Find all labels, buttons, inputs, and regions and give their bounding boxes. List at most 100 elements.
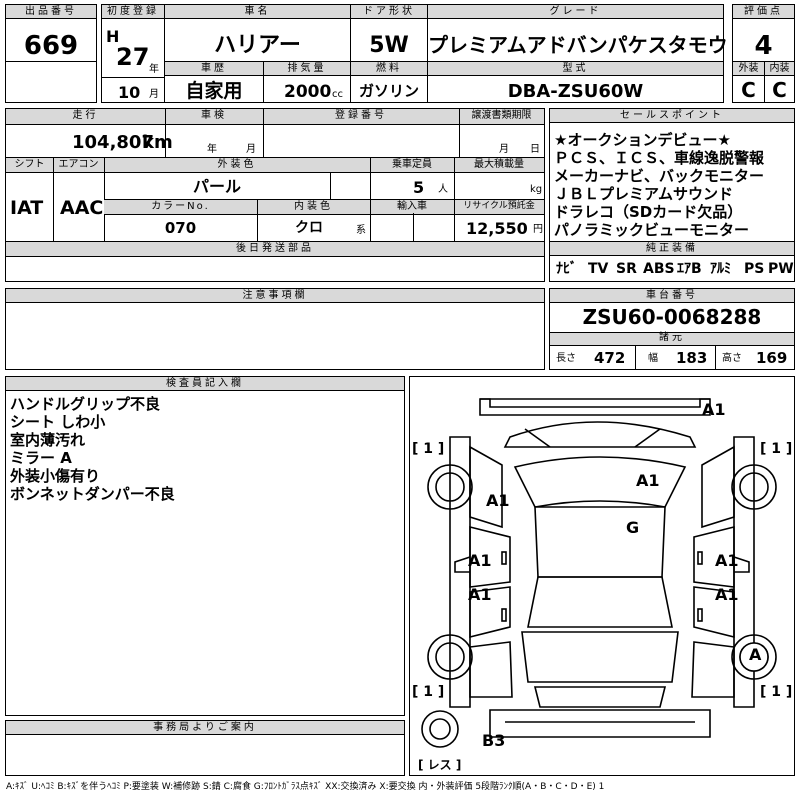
inspector-panel: 検査員記入欄 ハンドルグリップ不良 シート しわ小 室内薄汚れ ミラー A 外装… [5,376,405,716]
mark-rr-door: A1 [715,585,739,604]
interior-grade-cell: 内装 C [764,61,795,103]
grade-cell: グレード プレミアムアドバンパケスタモウ [427,4,728,62]
equipment-item: ﾅﾋﾞ [556,261,577,277]
mileage-label: 走行 [72,110,99,121]
inspector-line: ボンネットダンパー不良 [10,485,175,503]
equipment-item: PW [768,261,794,277]
registration-year: 27 [116,43,150,71]
model-label: 型式 [428,62,723,76]
aircon: AAC [60,197,104,219]
width-label: 幅 [648,353,658,364]
height: 169 [756,349,788,367]
tire-fl: [ 1 ] [412,441,445,457]
model: DBA-ZSU60W [507,81,644,102]
mark-fr-door: A1 [715,551,739,570]
tire-rl: [ 1 ] [412,684,445,700]
inspector-line: ミラー A [10,449,72,467]
legend: A:ｷｽﾞ U:ﾍｺﾐ B:ｷｽﾞを伴うﾍｺﾐ P:要塗装 W:補修跡 S:錆 … [6,782,605,792]
recycle-unit: 円 [533,224,543,235]
office-label: 事務局よりご案内 [6,721,404,735]
inspection-year-unit: 年 [207,144,217,155]
capacity-unit: 人 [438,184,448,195]
transfer-day-unit: 日 [530,144,540,155]
mark-rl-door: A1 [468,585,492,604]
later-parts-label: 後日発送部品 [236,243,314,254]
height-label: 高さ [722,353,742,364]
sales-point-line: ドラレコ（SDカード欠品） [554,203,743,221]
score-cell: 評価点 4 [732,4,795,62]
chassis-label: 車台番号 [550,289,794,303]
capacity: 5 [413,178,425,197]
first-registration-label: 初度登録 [102,5,164,19]
equipment-item: ｱﾙﾐ [710,261,731,277]
lot-number: 669 [23,31,79,61]
mark-rr-wheel: A [749,645,762,664]
inspector-line: ハンドルグリップ不良 [10,395,161,413]
displacement-label: 排気量 [264,62,350,76]
mileage: 104,807 [72,132,154,153]
mark-fl-door: A1 [468,551,492,570]
specs-table: 走行 車検 登録番号 譲渡書類期限 104,807 km 年 月 月 日 シフト… [5,108,545,282]
mark-rear: B3 [482,731,506,750]
model-cell: 型式 DBA-ZSU60W [427,61,724,103]
fuel-cell: 燃料 ガソリン [350,61,428,103]
registration-month: 10 [118,83,141,102]
interior-color: クロ [295,220,323,236]
interior-grade: C [772,78,787,102]
score-label: 評価点 [733,5,794,19]
sales-point-line: ＰＣＳ、ＩＣＳ、車線逸脱警報 [554,149,765,167]
car-diagram [421,398,777,748]
inspection-label: 車検 [201,110,227,121]
equipment-item: SR [616,261,637,277]
equipment-item: PS [744,261,765,277]
score: 4 [754,31,773,61]
shift: IAT [10,197,44,219]
recycle-label: リサイクル預託金 [463,201,535,211]
grade: プレミアムアドバンパケスタモウ [428,33,728,57]
exterior-grade: C [741,78,756,102]
shift-label: シフト [14,159,45,170]
displacement-cell: 排気量 2000 cc [263,61,351,103]
inspector-line: 室内薄汚れ [10,431,86,449]
car-name: ハリアー [214,33,301,58]
inspector-label: 検査員記入欄 [6,377,404,391]
max-load-label: 最大積載量 [474,159,524,170]
exterior-grade-label: 外装 [733,62,764,76]
car-diagram-panel: A1 A1 A1 G A1 A1 A1 A1 A B3 [ 1 ] [ 1 ] … [409,376,795,776]
history: 自家用 [185,80,243,102]
equipment-item: TV [588,261,609,277]
dims-label: 諸元 [659,332,685,343]
color-no: 070 [164,219,197,237]
displacement-unit: cc [332,89,343,100]
history-label: 車歴 [165,62,263,76]
office-panel: 事務局よりご案内 [5,720,405,776]
interior-grade-label: 内装 [765,62,794,76]
length: 472 [594,349,626,367]
interior-color-unit: 系 [356,225,366,236]
equipment-label: 純正装備 [550,242,794,256]
tire-fr: [ 1 ] [760,441,793,457]
displacement: 2000 [284,82,332,102]
mark-roof: G [626,518,640,537]
length-label: 長さ [556,353,576,364]
color-no-label: カラーNo. [151,201,210,212]
month-unit: 月 [149,89,159,100]
spare-tire: [ レス ] [418,758,462,772]
fuel: ガソリン [358,82,419,100]
grade-label: グレード [428,5,723,19]
first-registration-cell: 初度登録 H 27 年 10 月 [101,4,165,103]
interior-color-label: 内装色 [294,201,333,212]
exterior-grade-cell: 外装 C [732,61,765,103]
inspector-line: シート しわ小 [10,413,106,431]
fuel-label: 燃料 [351,62,427,76]
mark-fl-fender: A1 [486,491,510,510]
mark-front: A1 [702,400,726,419]
width: 183 [676,349,708,367]
equipment-panel: 純正装備 ﾅﾋﾞ TV SR ABS ｴｱB ｱﾙﾐ PS PW [549,241,795,282]
year-unit: 年 [149,64,159,75]
mileage-unit: km [142,132,173,153]
reg-no-label: 登録番号 [335,110,387,121]
tire-rr: [ 1 ] [760,684,793,700]
door-label: ドア形状 [351,5,427,19]
equipment-item: ｴｱB [677,261,702,277]
